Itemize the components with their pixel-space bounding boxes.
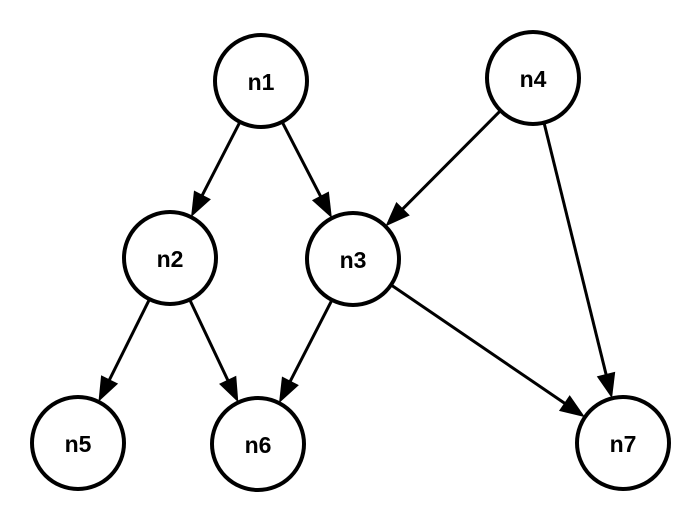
- edge-n3-to-n6: [279, 299, 334, 404]
- node-circle[interactable]: [122, 210, 218, 306]
- node-circle[interactable]: [575, 395, 671, 491]
- node-circle[interactable]: [30, 395, 126, 491]
- graph-node-n3[interactable]: n3: [305, 211, 401, 307]
- node-circle[interactable]: [485, 30, 581, 126]
- node-circle[interactable]: [210, 396, 306, 492]
- node-circle[interactable]: [305, 211, 401, 307]
- edge-n3-to-n7: [390, 283, 585, 418]
- nodes-layer: n1 n2 n3 n4 n5 n6 n7: [30, 30, 671, 492]
- node-circle[interactable]: [213, 33, 309, 129]
- edge-line: [397, 109, 502, 215]
- edge-n4-to-n7: [542, 122, 616, 399]
- graph-node-n2[interactable]: n2: [122, 210, 218, 306]
- edge-line: [280, 121, 325, 203]
- edge-n1-to-n2: [191, 121, 242, 218]
- arrowhead-icon: [98, 375, 119, 402]
- arrowhead-icon: [385, 201, 410, 227]
- arrowhead-icon: [558, 395, 585, 418]
- edges-layer: [98, 109, 616, 418]
- edge-line: [197, 121, 242, 202]
- edge-line: [188, 298, 232, 387]
- edge-n4-to-n3: [385, 109, 502, 227]
- edge-line: [105, 298, 151, 387]
- arrowhead-icon: [311, 191, 332, 219]
- edge-n2-to-n6: [188, 298, 239, 403]
- graph-node-n5[interactable]: n5: [30, 395, 126, 491]
- graph-node-n4[interactable]: n4: [485, 30, 581, 126]
- edge-line: [285, 299, 334, 388]
- arrowhead-icon: [596, 371, 616, 399]
- edge-line: [390, 283, 571, 409]
- edge-n1-to-n3: [280, 121, 332, 219]
- arrowhead-icon: [279, 376, 299, 404]
- arrowhead-icon: [191, 190, 211, 218]
- graph-node-n6[interactable]: n6: [210, 396, 306, 492]
- arrowhead-icon: [219, 375, 239, 403]
- edge-n2-to-n5: [98, 298, 151, 402]
- graph-node-n1[interactable]: n1: [213, 33, 309, 129]
- graph-node-n7[interactable]: n7: [575, 395, 671, 491]
- edge-line: [542, 122, 610, 382]
